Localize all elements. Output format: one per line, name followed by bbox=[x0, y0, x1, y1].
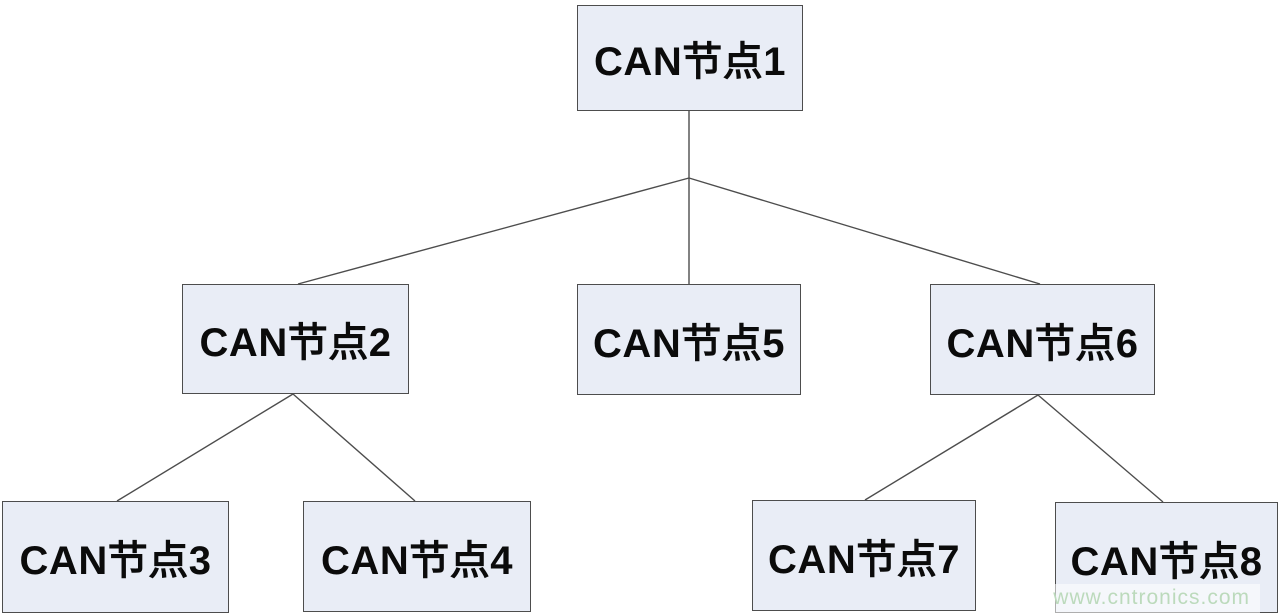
edge-node2-to-node3 bbox=[116, 393, 294, 502]
edge-node6-to-node7 bbox=[864, 394, 1039, 501]
node-box-2: CAN节点2 bbox=[182, 284, 409, 394]
node-label-7: CAN节点7 bbox=[768, 537, 960, 582]
node-box-7: CAN节点7 bbox=[752, 500, 976, 611]
edge-node2-to-node4 bbox=[292, 393, 416, 502]
edge-stem-to-node2 bbox=[297, 177, 690, 285]
node-label-8: CAN节点8 bbox=[1070, 539, 1263, 584]
node-box-1: CAN节点1 bbox=[577, 5, 803, 111]
node-box-4: CAN节点4 bbox=[303, 501, 531, 612]
node-box-3: CAN节点3 bbox=[2, 501, 229, 613]
node-box-5: CAN节点5 bbox=[577, 284, 801, 395]
watermark-text: www.cntronics.com bbox=[1035, 584, 1260, 613]
node-label-3: CAN节点3 bbox=[19, 539, 212, 583]
node-label-5: CAN节点5 bbox=[593, 321, 785, 366]
edge-stem-to-node6 bbox=[688, 177, 1041, 285]
node-label-2: CAN节点2 bbox=[199, 321, 392, 365]
node-label-4: CAN节点4 bbox=[321, 538, 513, 583]
node-label-1: CAN节点1 bbox=[594, 40, 786, 84]
node-label-6: CAN节点6 bbox=[946, 321, 1139, 366]
edge-node6-to-node8 bbox=[1037, 394, 1164, 503]
node-box-6: CAN节点6 bbox=[930, 284, 1155, 395]
